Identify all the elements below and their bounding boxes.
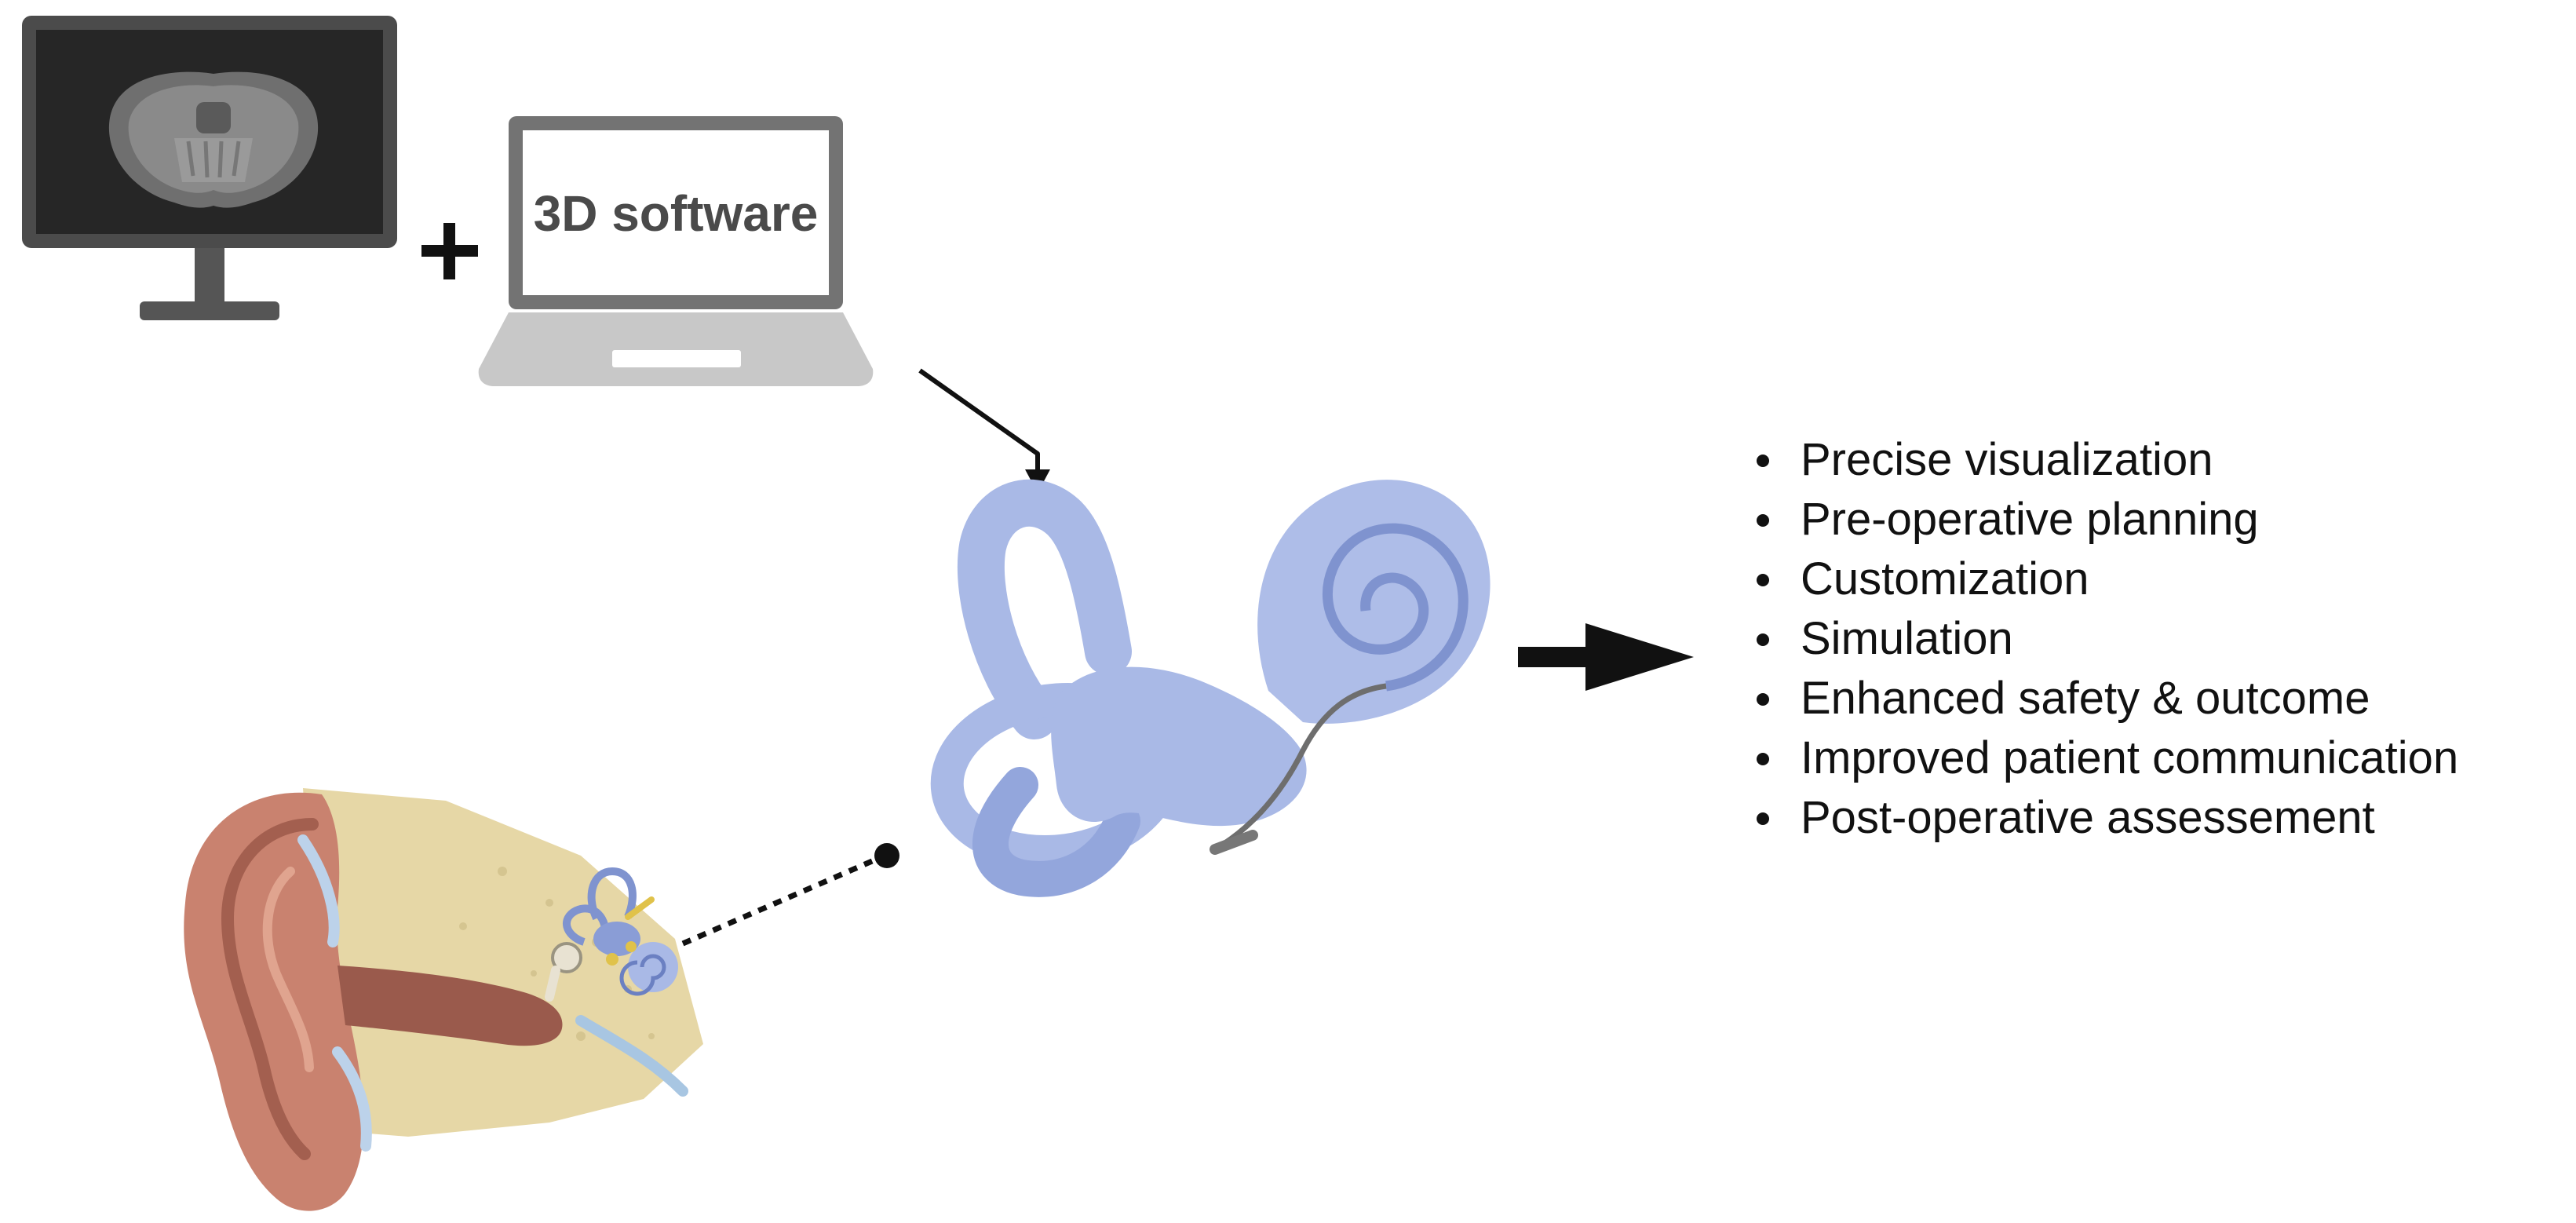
ear-canal <box>338 966 563 1046</box>
benefit-item: Customization <box>1752 549 2458 609</box>
benefit-item: Improved patient communication <box>1752 728 2458 788</box>
ear-anatomy <box>184 788 703 1211</box>
monitor-base <box>140 301 279 320</box>
temporal-bone <box>303 788 703 1137</box>
laptop-screen <box>523 130 829 295</box>
laptop-touchpad <box>612 350 741 367</box>
cochlea-spiral <box>1322 523 1469 692</box>
posterior-canal <box>972 767 1140 897</box>
ear-connector <box>681 843 899 947</box>
inner-ear-miniature <box>563 867 678 996</box>
result-arrow <box>1518 623 1694 691</box>
brain-scan-image <box>108 71 319 208</box>
laptop: 3D software <box>478 116 874 386</box>
monitor-neck <box>195 248 224 308</box>
vestibule <box>1051 666 1307 827</box>
laptop-to-ear-arrow <box>918 368 1050 493</box>
laptop-screen-text: 3D software <box>534 185 819 242</box>
benefit-item: Pre-operative planning <box>1752 490 2458 549</box>
superior-canal <box>957 479 1132 739</box>
pinna <box>184 792 364 1211</box>
benefits-list: Precise visualization Pre-operative plan… <box>1752 430 2458 848</box>
ct-monitor <box>22 16 397 320</box>
eustachian-tube <box>575 1015 688 1097</box>
ossicles <box>551 942 582 973</box>
plus-icon <box>421 223 478 279</box>
benefit-item: Simulation <box>1752 609 2458 669</box>
benefit-item: Precise visualization <box>1752 430 2458 490</box>
benefit-item: Enhanced safety & outcome <box>1752 669 2458 728</box>
laptop-base <box>478 312 874 386</box>
benefit-item: Post-operative assessement <box>1752 788 2458 848</box>
inner-ear-model <box>930 479 1491 897</box>
implant-electrode <box>1213 683 1387 852</box>
